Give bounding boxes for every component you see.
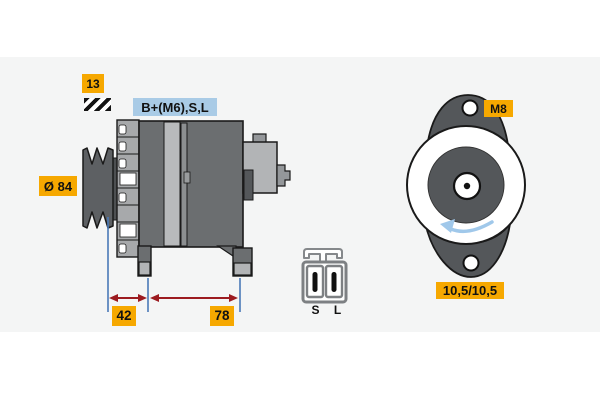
alternator-rear-view (406, 94, 526, 278)
connector-pin-label-l: L (333, 302, 342, 317)
hatch-pattern-icon (84, 98, 111, 111)
mounting-hole-top (461, 99, 479, 117)
callout-mounting-hole: 10,5/10,5 (436, 282, 504, 299)
mounting-hole-bottom (462, 254, 480, 272)
front-bracket-fins (116, 119, 140, 258)
arrowhead-right-42 (138, 294, 147, 302)
callout-terminals: B+(M6),S,L (133, 98, 217, 116)
arrowhead-left-78 (150, 294, 159, 302)
callout-thread-size: M8 (484, 100, 513, 117)
callout-pulley-diameter: Ø 84 (39, 176, 77, 196)
callout-belt-width: 13 (82, 74, 104, 93)
dimension-arrows (109, 294, 238, 302)
pulley (82, 147, 114, 229)
rotation-arrow-icon (440, 219, 494, 234)
arrowhead-right-78 (229, 294, 238, 302)
housing-body (138, 120, 244, 248)
terminal-lug (276, 164, 291, 187)
arrowhead-left-42 (109, 294, 118, 302)
connector-pin-s (312, 272, 318, 292)
connector-clip (303, 248, 343, 264)
connector-pictogram (301, 248, 348, 304)
connector-pin-label-s: S (311, 302, 320, 317)
stator-band (163, 121, 181, 247)
mounting-feet (137, 245, 253, 277)
callout-dimension-42: 42 (112, 306, 136, 326)
connector-pin-l (331, 272, 337, 292)
rear-connector-block (242, 133, 291, 201)
shaft-center-dot (463, 182, 471, 190)
callout-dimension-78: 78 (210, 306, 234, 326)
dimension-lines (107, 217, 241, 312)
alternator-side-view (82, 119, 291, 277)
